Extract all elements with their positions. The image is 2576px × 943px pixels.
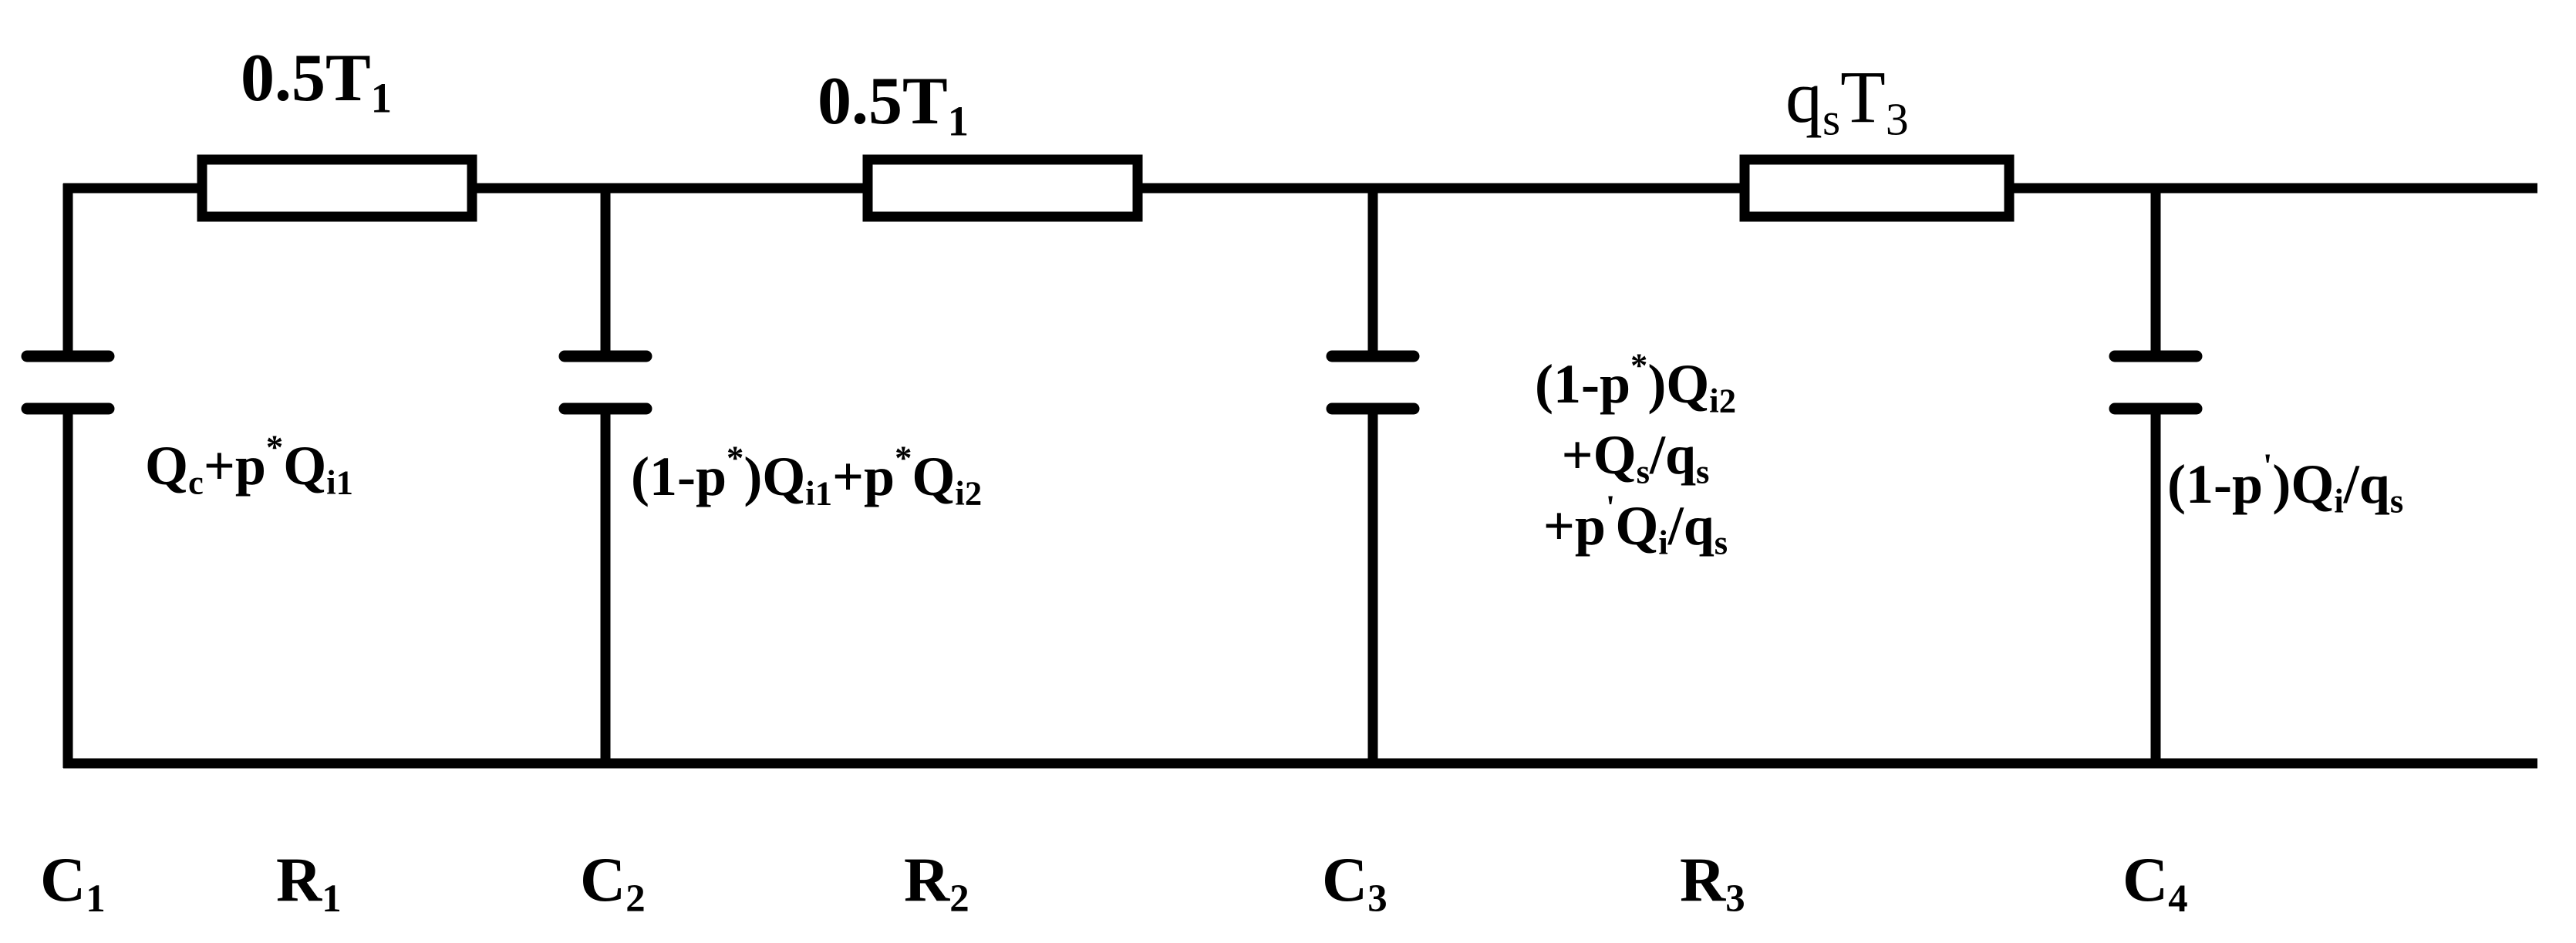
source-s3-line-3: +p'Qi/qs: [1543, 487, 1728, 562]
resistor-r1-value: 0.5T1: [241, 41, 392, 122]
resistor-r1-body: [197, 154, 477, 222]
source-s1-expression: Qc+p*Qi1: [145, 427, 353, 502]
resistor-r2-value: 0.5T1: [818, 64, 969, 145]
resistor-r3-value: qsT3: [1785, 56, 1909, 145]
node-label-c4: C4: [2123, 844, 2188, 921]
node-label-r1: R1: [276, 844, 342, 921]
node-label-c3: C3: [1322, 844, 1387, 921]
node-label-r3: R3: [1680, 844, 1745, 921]
node-label-c1: C1: [40, 844, 106, 921]
source-s3-expression: (1-p*)Qi2 +Qs/qs +p'Qi/qs: [1535, 345, 1737, 562]
node-label-c2: C2: [580, 844, 646, 921]
source-s3-line-2: +Qs/qs: [1561, 424, 1710, 491]
source-s4-expression: (1-p')Qi/qs: [2167, 446, 2404, 520]
source-s2-expression: (1-p*)Qi1+p*Qi2: [631, 438, 983, 513]
resistor-r2-body: [862, 154, 1143, 222]
resistor-r3-body: [1739, 154, 2015, 222]
node-label-r2: R2: [904, 844, 969, 921]
source-s3-line-1: (1-p*)Qi2: [1535, 345, 1737, 420]
